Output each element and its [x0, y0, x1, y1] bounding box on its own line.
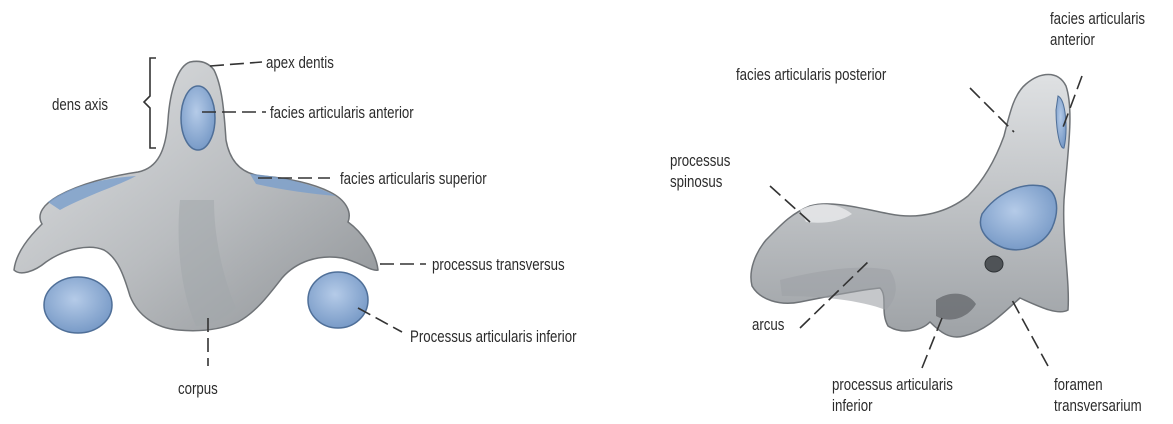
- label-right-processus-articularis-inferior: processus articularis inferior: [832, 374, 953, 416]
- label-corpus: corpus: [178, 378, 218, 399]
- label-right-arcus: arcus: [752, 314, 784, 335]
- dens-axis-bracket: [144, 58, 156, 148]
- left-facies-articularis-anterior-facet: [181, 86, 215, 150]
- leader-right-foramen-transversarium: [1012, 300, 1048, 366]
- label-dens-axis: dens axis: [52, 94, 108, 115]
- leader-processus-articularis-inferior: [358, 308, 402, 332]
- label-facies-articularis-superior: facies articularis superior: [340, 168, 487, 189]
- left-inferior-articular-facet-right: [308, 272, 368, 328]
- label-processus-articularis-inferior: Processus articularis inferior: [410, 326, 577, 347]
- label-apex-dentis: apex dentis: [266, 52, 334, 73]
- label-right-foramen-transversarium: foramen transversarium: [1054, 374, 1142, 416]
- right-foramen-transversarium: [985, 256, 1003, 272]
- label-right-facies-articularis-anterior: facies articularis anterior: [1050, 8, 1145, 50]
- label-right-facies-articularis-posterior: facies articularis posterior: [736, 64, 886, 85]
- left-inferior-articular-facet-left: [44, 277, 112, 333]
- right-view-vertebra: [751, 75, 1070, 338]
- leader-apex-dentis: [210, 62, 262, 66]
- label-processus-transversus: processus transversus: [432, 254, 565, 275]
- leader-right-facies-articularis-posterior: [970, 88, 1014, 132]
- label-right-processus-spinosus: processus spinosus: [670, 150, 730, 192]
- label-facies-articularis-anterior: facies articularis anterior: [270, 102, 414, 123]
